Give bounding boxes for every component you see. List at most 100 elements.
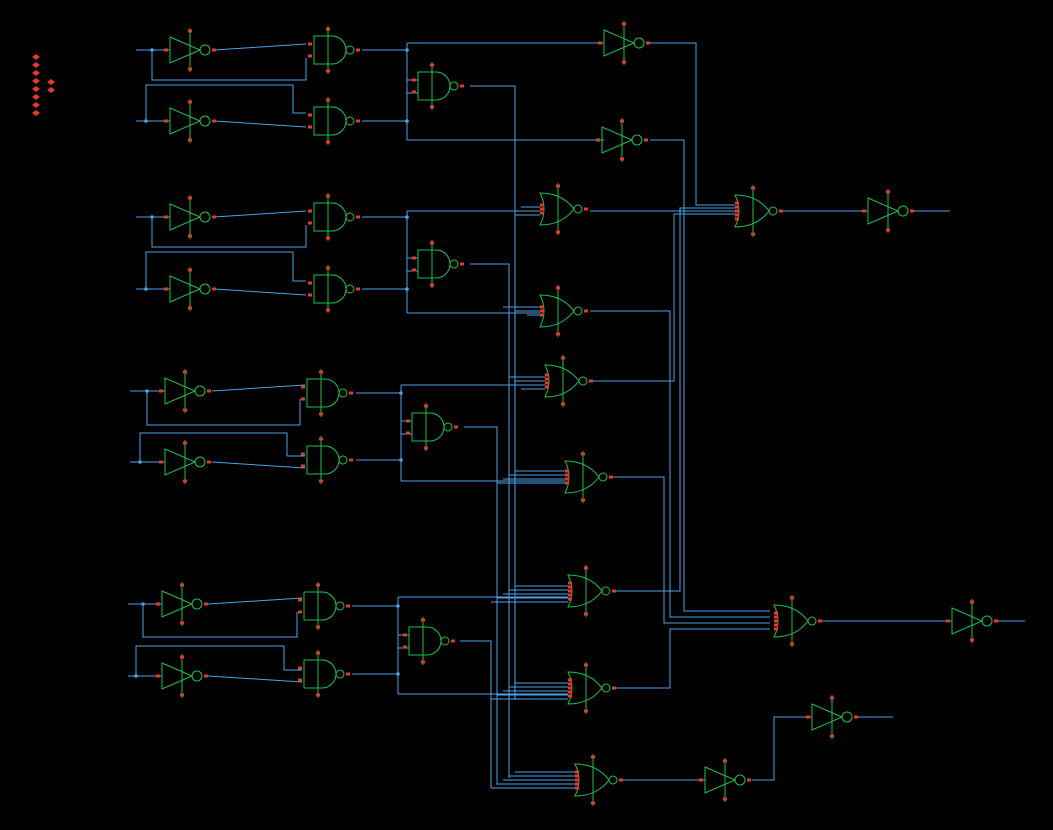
pin-marker bbox=[568, 682, 572, 686]
nand-body bbox=[306, 445, 340, 475]
pin-marker bbox=[575, 774, 579, 778]
pin-marker bbox=[565, 469, 569, 473]
pin-marker bbox=[790, 596, 794, 600]
pin-marker bbox=[568, 690, 572, 694]
inverter-out1 bbox=[867, 197, 909, 225]
pin-marker bbox=[723, 759, 727, 763]
pin-marker bbox=[556, 184, 560, 188]
red-diamond-marker-icon bbox=[32, 78, 40, 84]
bus-wire bbox=[614, 628, 770, 689]
pin-marker bbox=[212, 287, 216, 291]
bus-wire bbox=[464, 426, 498, 785]
bus-wire bbox=[614, 207, 735, 592]
pin-marker bbox=[568, 589, 572, 593]
pin-marker bbox=[575, 778, 579, 782]
nor-body bbox=[564, 460, 600, 494]
nand-body bbox=[417, 71, 451, 101]
nand-a3 bbox=[417, 71, 459, 101]
red-diamond-marker-icon bbox=[32, 62, 40, 68]
pin-marker bbox=[545, 381, 549, 385]
pin-marker bbox=[308, 54, 312, 58]
nand-d3 bbox=[408, 626, 450, 656]
nor-5 bbox=[567, 574, 611, 608]
pin-marker bbox=[568, 581, 572, 585]
pin-marker bbox=[598, 41, 602, 45]
cross-wire bbox=[139, 432, 305, 462]
pin-marker bbox=[575, 782, 579, 786]
pin-marker bbox=[183, 370, 187, 374]
pin-marker bbox=[319, 479, 323, 483]
cross-wire bbox=[142, 604, 298, 638]
nand-body bbox=[411, 412, 445, 442]
wire-junction bbox=[396, 604, 400, 608]
pin-marker bbox=[540, 203, 544, 207]
pin-marker bbox=[619, 778, 623, 782]
nand-a2 bbox=[313, 106, 355, 136]
wire-junction bbox=[405, 119, 409, 123]
pin-marker bbox=[589, 379, 593, 383]
pin-marker bbox=[212, 48, 216, 52]
pin-marker bbox=[584, 309, 588, 313]
pin-marker bbox=[545, 373, 549, 377]
pin-marker bbox=[460, 262, 464, 266]
pin-marker bbox=[319, 437, 323, 441]
pin-marker bbox=[970, 638, 974, 642]
inverter-bubble bbox=[199, 283, 211, 295]
inverter-d2 bbox=[161, 662, 203, 690]
pin-marker bbox=[584, 612, 588, 616]
wire-junction bbox=[405, 287, 409, 291]
inverter-a2 bbox=[169, 107, 211, 135]
cross-wire bbox=[145, 84, 306, 121]
inverter-out-wire bbox=[213, 43, 307, 51]
pin-marker bbox=[188, 234, 192, 238]
pin-marker bbox=[596, 138, 600, 142]
inverter-body bbox=[169, 275, 202, 303]
pin-marker bbox=[735, 217, 739, 221]
inverter-c1 bbox=[164, 377, 206, 405]
nor-6 bbox=[567, 671, 611, 705]
wire-junction bbox=[144, 287, 148, 291]
pin-marker bbox=[326, 236, 330, 240]
pin-marker bbox=[308, 125, 312, 129]
output-wire bbox=[752, 716, 812, 781]
pin-marker bbox=[159, 389, 163, 393]
nand-bubble bbox=[345, 116, 355, 126]
inverter-bubble bbox=[194, 385, 206, 397]
pin-marker bbox=[540, 305, 544, 309]
pin-marker bbox=[164, 215, 168, 219]
pin-marker bbox=[561, 402, 565, 406]
pin-marker bbox=[326, 266, 330, 270]
nand-b1 bbox=[313, 202, 355, 232]
pin-marker bbox=[862, 209, 866, 213]
inverter-bubble bbox=[191, 598, 203, 610]
wire-junction bbox=[399, 391, 403, 395]
inverter-body bbox=[164, 377, 197, 405]
pin-marker bbox=[994, 619, 998, 623]
pin-marker bbox=[424, 446, 428, 450]
nor-body bbox=[539, 192, 575, 226]
wire-junction bbox=[141, 602, 145, 606]
pin-marker bbox=[188, 67, 192, 71]
nand-bubble bbox=[345, 284, 355, 294]
pin-marker bbox=[183, 441, 187, 445]
pin-marker bbox=[790, 642, 794, 646]
nand-c2 bbox=[306, 445, 348, 475]
pin-marker bbox=[212, 119, 216, 123]
pin-marker bbox=[204, 602, 208, 606]
inverter-body bbox=[951, 607, 984, 635]
pin-marker bbox=[164, 48, 168, 52]
inverter-e2 bbox=[601, 126, 643, 154]
nor-bubble bbox=[598, 472, 608, 482]
pin-marker bbox=[774, 611, 778, 615]
bus-wire bbox=[470, 263, 510, 778]
pin-marker bbox=[412, 78, 416, 82]
pin-marker bbox=[326, 98, 330, 102]
inverter-e1 bbox=[603, 29, 645, 57]
pin-marker bbox=[970, 600, 974, 604]
nor-out2 bbox=[773, 604, 817, 638]
pin-marker bbox=[751, 232, 755, 236]
pin-marker bbox=[298, 666, 302, 670]
pin-marker bbox=[568, 694, 572, 698]
wire-junction bbox=[150, 215, 154, 219]
